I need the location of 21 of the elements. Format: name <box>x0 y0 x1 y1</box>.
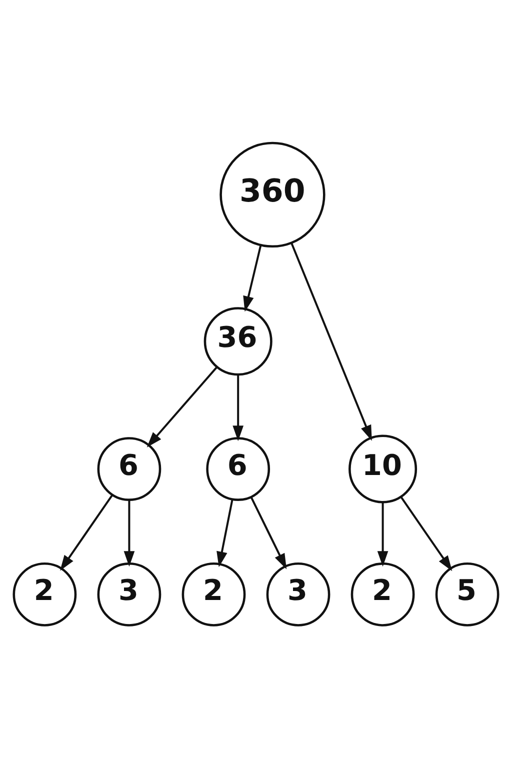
node-circle: 6 <box>97 437 162 501</box>
node-circle: 6 <box>206 437 270 501</box>
arrow <box>400 496 452 572</box>
node-circle: 2 <box>182 562 246 626</box>
arrow <box>290 243 372 441</box>
node-circle: 2 <box>12 562 77 626</box>
node-circle: 5 <box>435 562 500 626</box>
node-circle: 3 <box>97 562 162 626</box>
node-circle: 36 <box>204 307 272 376</box>
arrow <box>124 500 135 567</box>
node-circle: 360 <box>220 142 326 248</box>
node-circle: 3 <box>266 562 330 626</box>
arrow <box>232 374 244 442</box>
arrow <box>377 502 388 567</box>
arrow <box>250 496 287 570</box>
arrow <box>60 494 113 571</box>
node-circle: 2 <box>350 562 415 626</box>
arrow <box>146 366 218 448</box>
arrow <box>216 499 234 568</box>
node-circle: 10 <box>348 434 418 504</box>
arrow <box>243 245 262 312</box>
